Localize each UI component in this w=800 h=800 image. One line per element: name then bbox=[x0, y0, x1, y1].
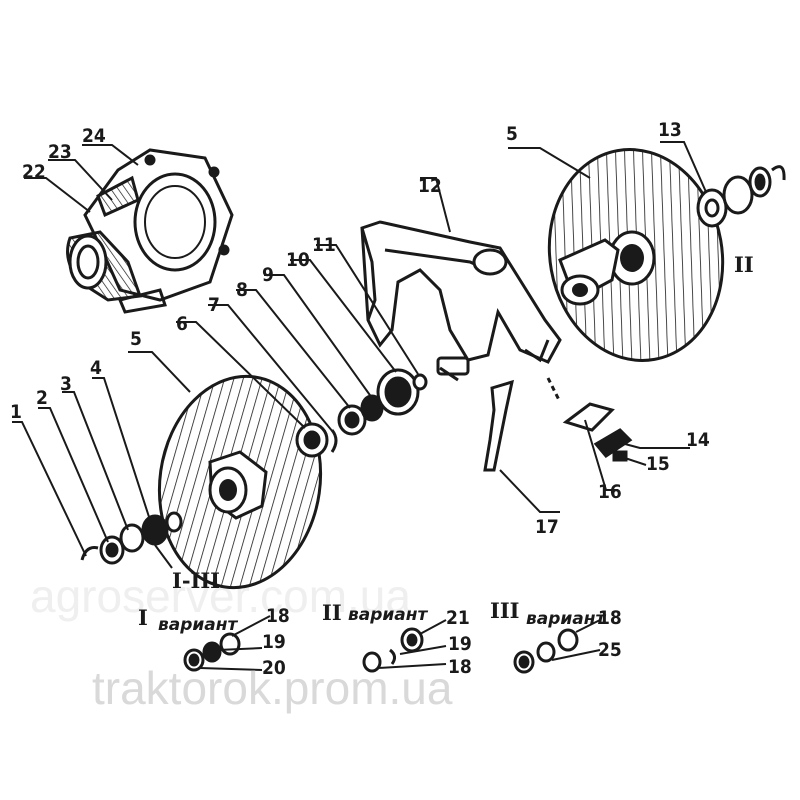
watermark-bottom: traktorok.prom.ua bbox=[92, 662, 453, 714]
label-part-9: 9 bbox=[262, 264, 274, 286]
label-part-11: 11 bbox=[312, 234, 336, 256]
variant-1-label-19: 19 bbox=[262, 631, 286, 653]
label-part-24: 24 bbox=[82, 125, 106, 147]
label-part-22: 22 bbox=[22, 161, 46, 183]
hub-washers-right bbox=[696, 165, 786, 228]
label-part-12: 12 bbox=[418, 175, 442, 197]
label-part-7: 7 bbox=[208, 294, 220, 316]
hub-washers-left bbox=[80, 511, 183, 565]
label-part-2: 2 bbox=[36, 387, 48, 409]
label-part-5-bottom: 5 bbox=[130, 328, 142, 350]
disc-bracket-frame bbox=[360, 220, 562, 382]
variant-1-label-20: 20 bbox=[262, 657, 286, 679]
variant-2-label-21: 21 bbox=[446, 607, 470, 629]
variant-3-label-18: 18 bbox=[598, 607, 622, 629]
disc-right bbox=[547, 148, 725, 362]
label-part-3: 3 bbox=[60, 373, 72, 395]
variant-2-roman: II bbox=[322, 600, 342, 625]
scraper-blade bbox=[483, 379, 514, 472]
label-part-4: 4 bbox=[90, 357, 102, 379]
label-part-16: 16 bbox=[598, 481, 622, 503]
variant-1-label-18: 18 bbox=[266, 605, 290, 627]
bracket-plate-assembly bbox=[546, 377, 633, 462]
variant-3-word: вариант bbox=[526, 609, 607, 629]
label-part-23: 23 bbox=[48, 141, 72, 163]
label-part-15: 15 bbox=[646, 453, 670, 475]
variant-3-roman: III bbox=[490, 598, 519, 623]
bearing-housing bbox=[66, 148, 234, 314]
variant-1-word: вариант bbox=[158, 615, 239, 635]
label-part-13: 13 bbox=[658, 119, 682, 141]
leaders-housing bbox=[24, 144, 139, 213]
variant-1-fasteners bbox=[183, 632, 241, 672]
label-view-i-iii: I-III bbox=[172, 568, 220, 593]
variant-2-label-18: 18 bbox=[448, 656, 472, 678]
label-part-8: 8 bbox=[236, 279, 248, 301]
variant-3-label-25: 25 bbox=[598, 639, 622, 661]
variant-2-label-19: 19 bbox=[448, 633, 472, 655]
label-part-6: 6 bbox=[176, 313, 188, 335]
bearing-stack bbox=[295, 368, 428, 458]
variant-1-roman: I bbox=[138, 605, 148, 630]
disc-left bbox=[157, 374, 323, 590]
label-part-14: 14 bbox=[686, 429, 710, 451]
variant-2-word: вариант bbox=[348, 605, 429, 625]
label-view-ii-right: II bbox=[734, 252, 754, 277]
label-part-17: 17 bbox=[535, 516, 559, 538]
label-part-10: 10 bbox=[286, 249, 310, 271]
label-part-1: 1 bbox=[10, 401, 22, 423]
label-part-5-top: 5 bbox=[506, 123, 518, 145]
variant-3-fasteners bbox=[513, 628, 579, 674]
